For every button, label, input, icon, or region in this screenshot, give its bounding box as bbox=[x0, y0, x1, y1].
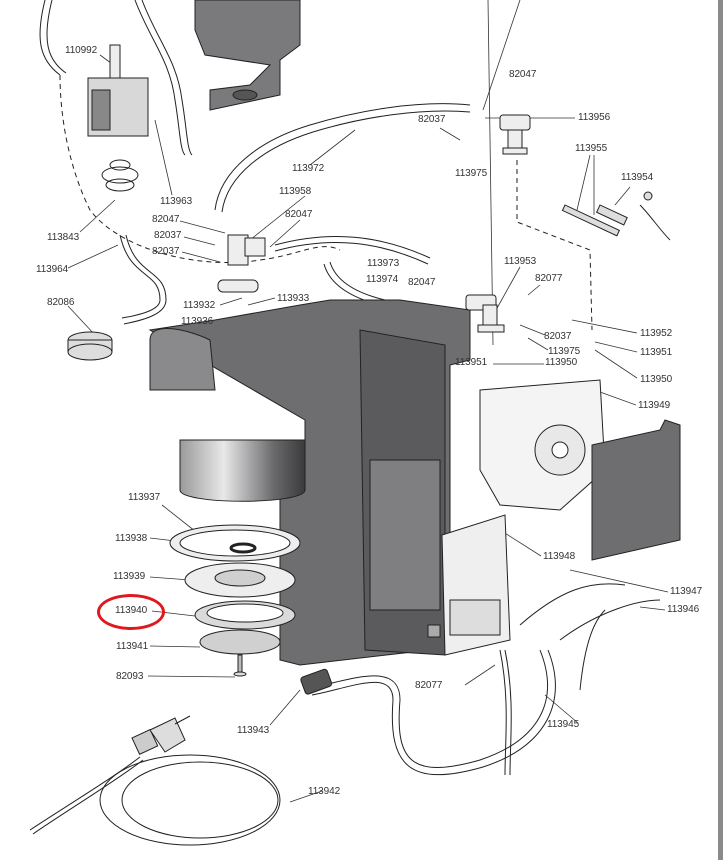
part-label-113973: 113973 bbox=[367, 258, 400, 269]
part-label-82077-b: 82077 bbox=[415, 680, 443, 691]
tube-113972 bbox=[214, 103, 471, 211]
tube-113973 bbox=[274, 235, 431, 259]
grinder-rings bbox=[169, 524, 301, 677]
tube-center-inner bbox=[141, 0, 193, 156]
part-label-113946: 113946 bbox=[667, 604, 700, 615]
part-label-113938: 113938 bbox=[115, 533, 148, 544]
power-cord bbox=[29, 754, 281, 846]
part-label-82037-c: 82037 bbox=[418, 114, 446, 125]
thermostat-group bbox=[561, 191, 671, 241]
part-label-113942: 113942 bbox=[308, 786, 341, 797]
part-label-113975-a: 113975 bbox=[455, 168, 488, 179]
valve-113953 bbox=[465, 294, 505, 333]
boiler bbox=[479, 379, 606, 511]
part-label-82047-c: 82047 bbox=[408, 277, 436, 288]
page-edge bbox=[718, 0, 723, 860]
part-label-113954: 113954 bbox=[621, 172, 654, 183]
part-label-113941: 113941 bbox=[116, 641, 149, 652]
control-board bbox=[427, 514, 511, 656]
dashed-route-right bbox=[516, 160, 593, 331]
part-label-110992: 110992 bbox=[65, 45, 98, 56]
part-label-113937: 113937 bbox=[128, 492, 161, 503]
power-plug bbox=[131, 715, 191, 755]
valve-113958 bbox=[217, 234, 266, 293]
tube-left bbox=[39, 0, 61, 76]
part-label-113952: 113952 bbox=[640, 328, 673, 339]
tube-113964 bbox=[119, 234, 161, 319]
part-label-113963: 113963 bbox=[160, 196, 193, 207]
spring-coil bbox=[101, 166, 139, 184]
part-label-113974: 113974 bbox=[366, 274, 399, 285]
part-label-113953: 113953 bbox=[504, 256, 537, 267]
tube-113964-inner bbox=[123, 234, 167, 325]
part-label-113958: 113958 bbox=[279, 186, 312, 197]
part-label-82047-b: 82047 bbox=[285, 209, 313, 220]
part-label-113943: 113943 bbox=[237, 725, 270, 736]
part-label-113932: 113932 bbox=[183, 300, 216, 311]
tube-113972-inner bbox=[221, 110, 471, 213]
part-label-113951-b: 113951 bbox=[640, 347, 673, 358]
part-label-113843: 113843 bbox=[47, 232, 80, 243]
part-label-82047-d: 82047 bbox=[509, 69, 537, 80]
tube-center bbox=[134, 0, 186, 156]
brewing-group-top bbox=[194, 0, 301, 111]
part-label-82037-b: 82037 bbox=[152, 246, 180, 257]
highlight-circle-113940 bbox=[97, 594, 165, 630]
dashed-route bbox=[59, 74, 341, 263]
pressure-switch bbox=[67, 331, 113, 361]
part-label-113955: 113955 bbox=[575, 143, 608, 154]
part-label-82093: 82093 bbox=[116, 671, 144, 682]
part-label-113972: 113972 bbox=[292, 163, 325, 174]
part-label-82037-a: 82037 bbox=[154, 230, 182, 241]
part-label-82077-a: 82077 bbox=[535, 273, 563, 284]
part-label-113950-a: 113950 bbox=[545, 357, 578, 368]
flat-cable bbox=[309, 583, 661, 776]
part-label-113950-b: 113950 bbox=[640, 374, 673, 385]
part-label-113956: 113956 bbox=[578, 112, 611, 123]
part-label-113949: 113949 bbox=[638, 400, 671, 411]
part-label-82037-d: 82037 bbox=[544, 331, 572, 342]
machine-frame bbox=[148, 299, 471, 666]
part-label-113975-b: 113975 bbox=[548, 346, 581, 357]
tube-113973-inner bbox=[274, 241, 429, 265]
part-label-113951-a: 113951 bbox=[455, 357, 488, 368]
part-label-113933: 113933 bbox=[277, 293, 310, 304]
part-label-113948: 113948 bbox=[543, 551, 576, 562]
part-label-113939: 113939 bbox=[113, 571, 146, 582]
tube-left-inner bbox=[46, 0, 67, 74]
part-label-113936: 113936 bbox=[181, 316, 214, 327]
part-label-113945: 113945 bbox=[547, 719, 580, 730]
part-label-82086: 82086 bbox=[47, 297, 75, 308]
flat-cable-connector bbox=[300, 668, 333, 695]
part-label-113964: 113964 bbox=[36, 264, 69, 275]
cover-plate bbox=[591, 419, 681, 561]
part-label-82047-a: 82047 bbox=[152, 214, 180, 225]
valve-113956 bbox=[499, 114, 531, 155]
solenoid-valve bbox=[87, 44, 149, 137]
part-label-113947: 113947 bbox=[670, 586, 703, 597]
grinder-cylinder bbox=[179, 439, 306, 502]
